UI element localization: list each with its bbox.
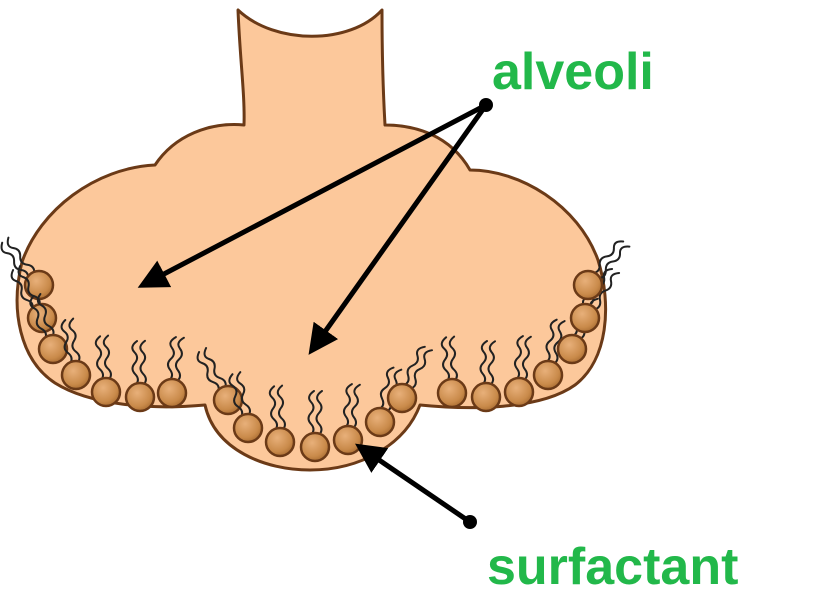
surfactant-head: [126, 383, 154, 411]
surfactant-head: [62, 361, 90, 389]
surfactant-arrow-origin-dot: [463, 515, 477, 529]
surfactant-label: surfactant: [487, 538, 738, 590]
surfactant-head: [266, 428, 294, 456]
surfactant-head: [366, 408, 394, 436]
surfactant-head: [92, 378, 120, 406]
surfactant-head: [39, 335, 67, 363]
alveoli-label: alveoli: [492, 43, 654, 101]
surfactant-head: [388, 384, 416, 412]
surfactant-head: [214, 386, 242, 414]
surfactant-head: [472, 383, 500, 411]
alveoli-arrow-origin-dot: [479, 98, 493, 112]
surfactant-head: [234, 414, 262, 442]
surfactant-head: [558, 335, 586, 363]
surfactant-head: [334, 426, 362, 454]
surfactant-arrow: [360, 447, 470, 522]
surfactant-head: [571, 304, 599, 332]
surfactant-head: [574, 271, 602, 299]
surfactant-head: [158, 379, 186, 407]
surfactant-head: [534, 361, 562, 389]
surfactant-head: [438, 379, 466, 407]
surfactant-head: [301, 433, 329, 461]
surfactant-head: [505, 378, 533, 406]
surfactant-pointer-arrow: [360, 447, 477, 529]
